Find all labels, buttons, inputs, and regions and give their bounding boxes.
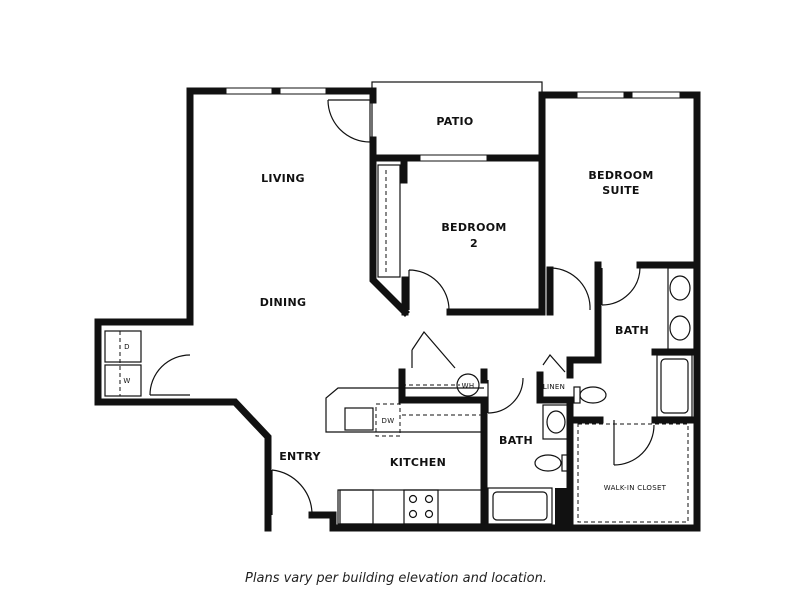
entry-label: ENTRY [279,450,321,463]
washer-dryer: D W [104,330,142,397]
walk-in-closet-label: WALK-IN CLOSET [604,484,667,492]
caption: Plans vary per building elevation and lo… [245,571,547,586]
dishwasher-label: DW [382,417,395,425]
bedroom2-label: BEDROOM [441,221,506,234]
patio-label: PATIO [436,115,473,128]
walls [94,87,701,532]
washer-label: W [123,377,130,385]
linen-label: LINEN [543,383,565,391]
master-bath-label: BATH [615,324,649,337]
dryer-label: D [124,343,130,351]
living-label: LIVING [261,172,305,185]
bath-fixtures [487,267,695,525]
bedroom-suite-label: BEDROOM [588,169,653,182]
doors [149,99,655,516]
bedroom-suite-label-2: SUITE [602,184,639,197]
kitchen-fixtures: DW WH [325,373,485,525]
room-labels: PATIO LIVING DINING BEDROOM 2 BEDROOM SU… [260,115,667,492]
hall-bath-label: BATH [499,434,533,447]
bedroom2-number: 2 [470,237,478,250]
water-heater-label: WH [462,382,475,390]
dining-label: DINING [260,296,307,309]
kitchen-label: KITCHEN [390,456,446,469]
windows [225,87,681,162]
